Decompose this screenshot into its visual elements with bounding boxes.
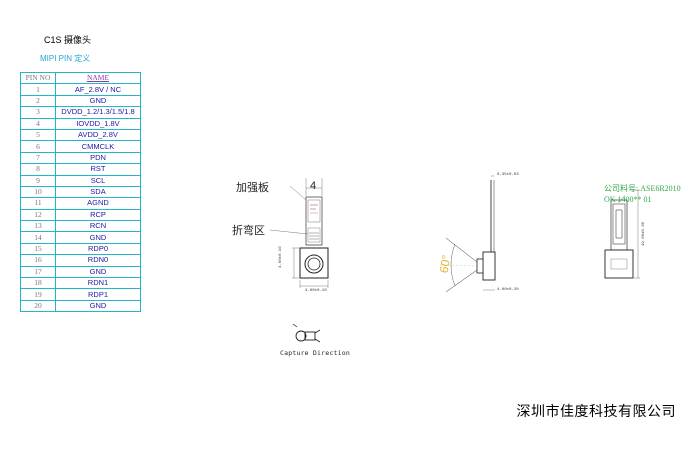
lens-side [476,258,484,274]
header-name: NAME [55,71,141,85]
front-view [269,178,329,288]
stiffener-label: 加强板 [236,182,269,194]
module-side [482,251,496,281]
capture-direction-icon [292,323,321,343]
lens-inner [307,257,321,271]
dim-bottom-width: 4.00±0.10 [305,289,327,293]
capture-direction-label: Capture Direction [280,349,350,357]
pin-table-header: PIN NO NAME [20,71,141,85]
side-view [439,175,496,293]
lens-outer [304,254,324,274]
ok-code: OK 1400** 01 [604,195,652,204]
fov-arc [450,243,456,287]
dim-side-top: 0.35±0.03 [497,173,519,177]
width-dimension: 4 [310,180,317,192]
stiffener [307,199,321,223]
bend-zone-label: 折弯区 [232,225,265,237]
rear-view [604,189,640,279]
part-number: 公司料号: ASE6R2010 [604,184,681,193]
page-subtitle: MIPI PIN 定义 [40,54,91,63]
dim-side-bottom: 4.00±0.20 [497,288,519,292]
dim-right-height: 19.00±0.30 [642,221,646,246]
pin-name: GND [55,299,141,313]
page-title: C1S 摄像头 [44,35,92,45]
dim-left-height: 4.00±0.10 [279,246,283,268]
company-name: 深圳市佳度科技有限公司 [516,403,676,419]
bend-zone [307,227,321,243]
